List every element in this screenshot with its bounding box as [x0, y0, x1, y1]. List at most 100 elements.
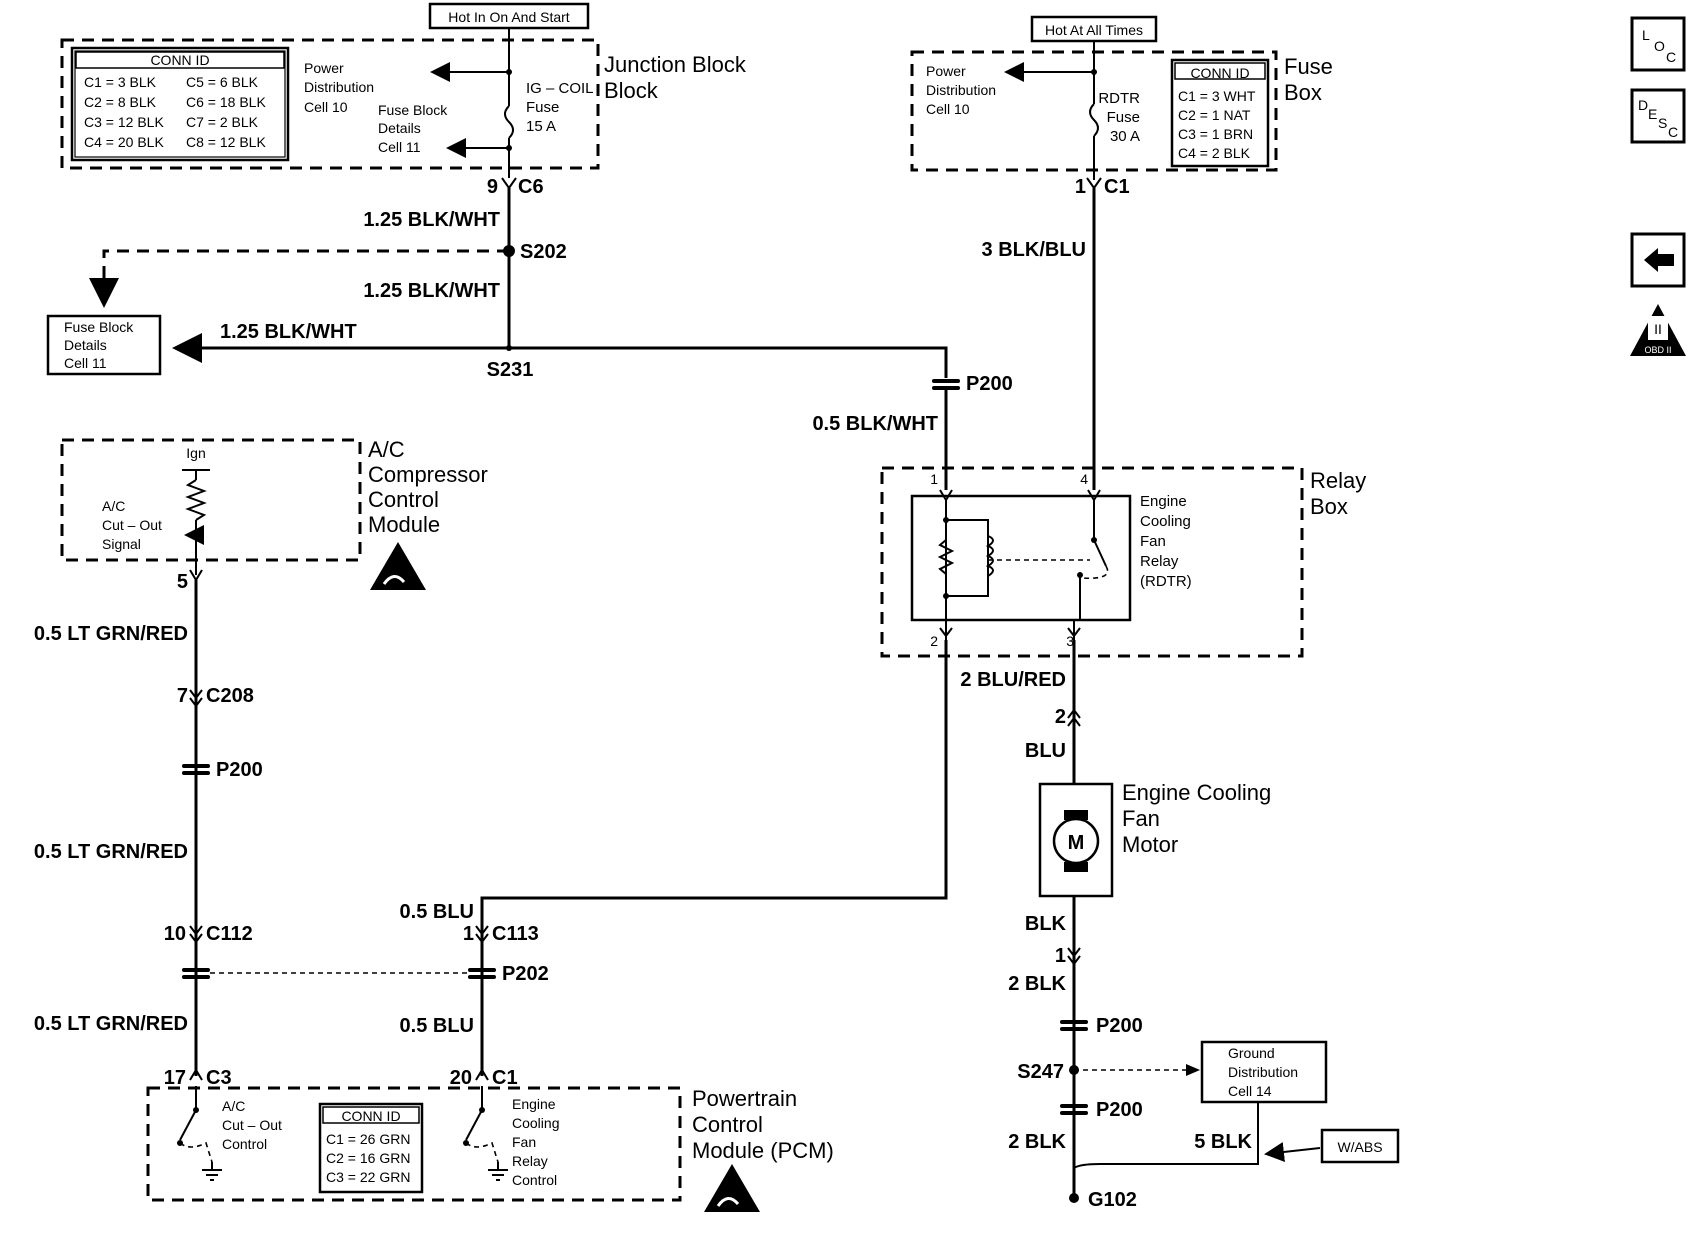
svg-text:0.5 LT GRN/RED: 0.5 LT GRN/RED	[34, 841, 188, 863]
ground-icon	[1069, 1193, 1079, 1203]
svg-text:2: 2	[1055, 706, 1066, 728]
svg-text:0.5 BLK/WHT: 0.5 BLK/WHT	[812, 413, 938, 435]
svg-text:C3 = 1 BRN: C3 = 1 BRN	[1178, 126, 1253, 142]
svg-text:P202: P202	[502, 963, 549, 985]
fuse-block-details-box: Fuse Block Details Cell 11	[46, 314, 162, 376]
svg-text:C1 = 26 GRN: C1 = 26 GRN	[326, 1131, 410, 1147]
svg-text:Fan: Fan	[1140, 533, 1166, 550]
back-arrow-icon	[1644, 248, 1674, 272]
svg-text:CONN ID: CONN ID	[341, 1108, 400, 1124]
svg-text:C4 = 20 BLK: C4 = 20 BLK	[84, 134, 164, 150]
svg-text:C5 = 6 BLK: C5 = 6 BLK	[186, 74, 259, 90]
svg-text:C1: C1	[492, 1067, 518, 1089]
svg-text:Engine: Engine	[512, 1096, 556, 1112]
relay-box: Relay Box 1 4 2 3 Engine Cooling Fan Rel…	[880, 466, 1366, 658]
svg-text:Cut – Out: Cut – Out	[222, 1117, 282, 1133]
svg-text:Relay: Relay	[1310, 468, 1366, 493]
w-abs-box: W/ABS	[1320, 1128, 1400, 1164]
svg-text:CONN ID: CONN ID	[1190, 65, 1249, 81]
svg-text:Details: Details	[378, 120, 421, 136]
svg-text:BLK: BLK	[1025, 913, 1067, 935]
svg-text:M: M	[1068, 832, 1085, 854]
svg-text:S: S	[1658, 115, 1667, 131]
svg-text:P200: P200	[1096, 1015, 1143, 1037]
fan-relay-control-wire: 0.5 BLU 1 C113 P202 0.5 BLU 20 C1	[400, 640, 948, 1089]
ground-distribution-box: Ground Distribution Cell 14	[1200, 1040, 1328, 1104]
svg-text:Cell 11: Cell 11	[378, 139, 421, 155]
svg-text:C112: C112	[206, 923, 253, 945]
svg-text:A/C: A/C	[368, 437, 405, 462]
desc-button[interactable]: D E S C	[1630, 88, 1686, 144]
svg-text:1.25 BLK/WHT: 1.25 BLK/WHT	[220, 321, 357, 343]
obd-ii-button[interactable]: II OBD II	[1630, 304, 1686, 356]
svg-text:Ign: Ign	[186, 445, 205, 461]
svg-text:20: 20	[450, 1067, 472, 1089]
svg-text:C2 = 16 GRN: C2 = 16 GRN	[326, 1150, 410, 1166]
svg-text:Box: Box	[1284, 80, 1322, 105]
svg-text:L: L	[1642, 27, 1650, 43]
svg-text:Distribution: Distribution	[304, 79, 374, 95]
svg-text:C3 = 22 GRN: C3 = 22 GRN	[326, 1169, 410, 1185]
svg-text:1: 1	[1075, 176, 1086, 198]
svg-text:A/C: A/C	[222, 1098, 245, 1114]
svg-text:C3: C3	[206, 1067, 232, 1089]
svg-text:2 BLU/RED: 2 BLU/RED	[960, 669, 1066, 691]
svg-text:7: 7	[177, 685, 188, 707]
svg-text:Ground: Ground	[1228, 1045, 1275, 1061]
hot-in-on-and-start-label: Hot In On And Start	[448, 9, 570, 25]
back-button[interactable]	[1630, 232, 1686, 288]
svg-text:P200: P200	[216, 759, 263, 781]
svg-text:Fan: Fan	[1122, 806, 1160, 831]
loc-button[interactable]: L O C	[1630, 16, 1686, 72]
svg-text:Fuse: Fuse	[1107, 109, 1140, 126]
svg-text:S202: S202	[520, 241, 567, 263]
svg-text:2 BLK: 2 BLK	[1008, 1131, 1066, 1153]
svg-text:Powertrain: Powertrain	[692, 1086, 797, 1111]
svg-text:Cell 10: Cell 10	[926, 101, 970, 117]
svg-text:O: O	[1654, 38, 1665, 54]
svg-text:C1 = 3 BLK: C1 = 3 BLK	[84, 74, 157, 90]
svg-text:C1: C1	[1104, 176, 1130, 198]
svg-text:Cut – Out: Cut – Out	[102, 517, 162, 533]
svg-text:OBD II: OBD II	[1644, 345, 1671, 355]
svg-text:3: 3	[1066, 633, 1074, 649]
svg-text:Cooling: Cooling	[1140, 513, 1191, 530]
svg-text:II: II	[1654, 321, 1662, 337]
svg-text:17: 17	[164, 1067, 186, 1089]
svg-text:Cooling: Cooling	[512, 1115, 559, 1131]
hot-at-all-times-label: Hot At All Times	[1045, 22, 1143, 38]
svg-text:S231: S231	[487, 359, 534, 381]
svg-text:C3 = 12 BLK: C3 = 12 BLK	[84, 114, 164, 130]
svg-text:0.5 LT GRN/RED: 0.5 LT GRN/RED	[34, 1013, 188, 1035]
svg-text:E: E	[1648, 106, 1657, 122]
svg-text:Fuse Block: Fuse Block	[64, 319, 134, 335]
svg-text:Control: Control	[368, 487, 439, 512]
svg-text:Module: Module	[368, 512, 440, 537]
svg-text:Module (PCM): Module (PCM)	[692, 1138, 834, 1163]
svg-text:Block: Block	[604, 78, 659, 103]
fuse-box: Hot At All Times Fuse Box Power Distribu…	[910, 15, 1333, 198]
svg-text:Engine Cooling: Engine Cooling	[1122, 780, 1271, 805]
svg-text:Details: Details	[64, 337, 107, 353]
svg-text:5 BLK: 5 BLK	[1194, 1131, 1252, 1153]
svg-text:Distribution: Distribution	[1228, 1064, 1298, 1080]
svg-text:0.5 BLU: 0.5 BLU	[400, 1015, 474, 1037]
junction-block-title: Junction Block	[604, 52, 747, 77]
svg-text:S247: S247	[1017, 1061, 1064, 1083]
svg-text:Motor: Motor	[1122, 832, 1178, 857]
svg-text:C6 = 18 BLK: C6 = 18 BLK	[186, 94, 266, 110]
svg-text:BLU: BLU	[1025, 740, 1066, 762]
fan-motor-circuit: 2 BLU/RED 2 BLU M Engine Cooling Fan Mot…	[960, 640, 1321, 1211]
svg-text:Signal: Signal	[102, 536, 141, 552]
svg-text:Fan: Fan	[512, 1134, 536, 1150]
svg-text:1: 1	[930, 471, 938, 487]
svg-text:Control: Control	[222, 1136, 267, 1152]
svg-text:C6: C6	[518, 176, 544, 198]
svg-text:RDTR: RDTR	[1098, 90, 1140, 107]
svg-text:1: 1	[1055, 945, 1066, 967]
svg-text:C2 = 1 NAT: C2 = 1 NAT	[1178, 107, 1251, 123]
svg-text:Relay: Relay	[1140, 553, 1179, 570]
power-feed-wires: 1.25 BLK/WHT S202 1.25 BLK/WHT 1.25 BLK/…	[89, 188, 1096, 490]
conn-id-title: CONN ID	[150, 52, 209, 68]
